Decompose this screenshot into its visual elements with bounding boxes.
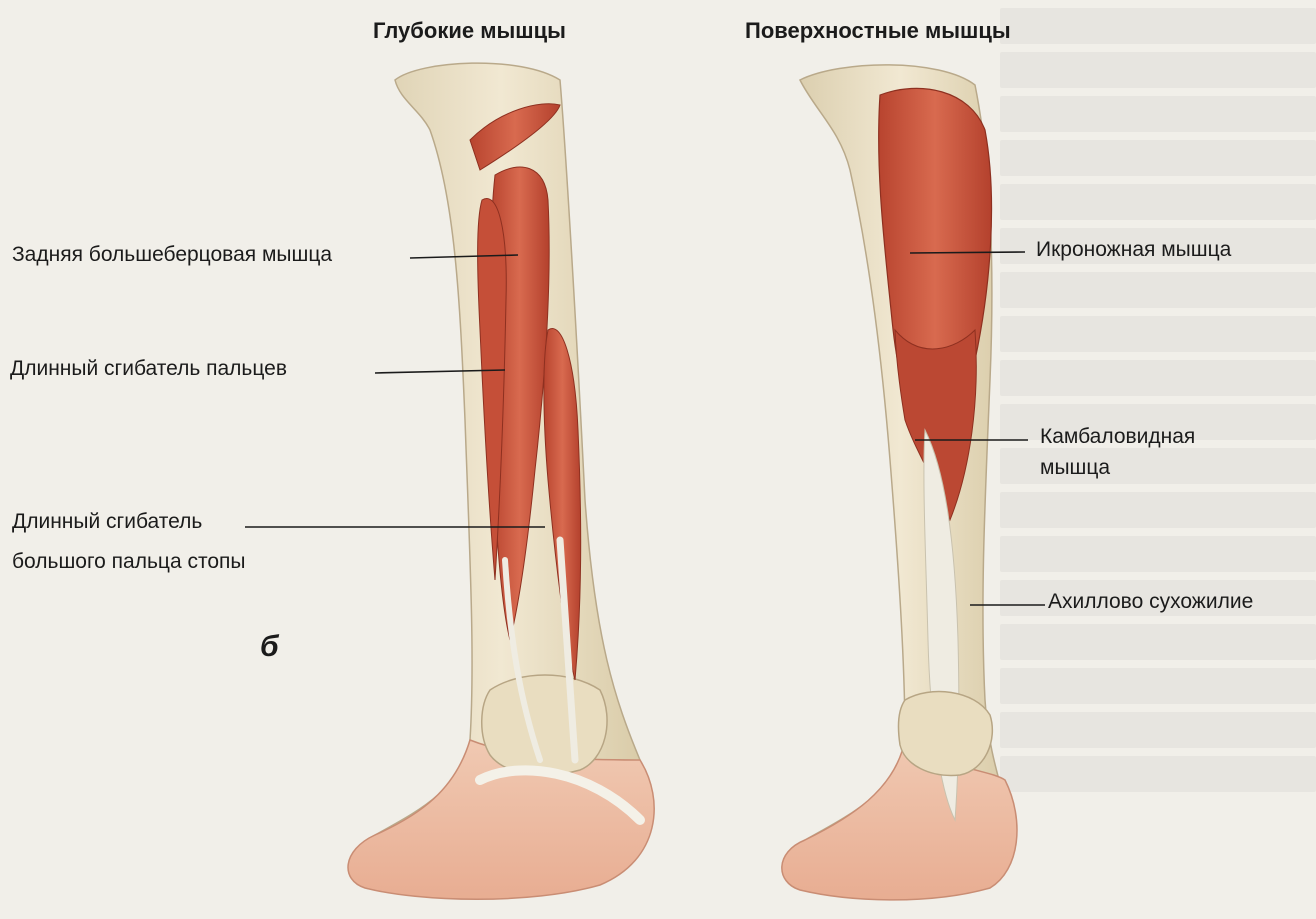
label-flexor-digitorum-longus: Длинный сгибатель пальцев xyxy=(10,357,287,381)
label-soleus-line1: Камбаловидная xyxy=(1040,425,1195,449)
left-leg-deep xyxy=(348,63,654,899)
label-tibialis-posterior: Задняя большеберцовая мышца xyxy=(12,243,332,267)
leader-gastrocnemius xyxy=(910,252,1025,253)
left-ankle-bone xyxy=(482,675,607,775)
label-gastrocnemius: Икроножная мышца xyxy=(1036,238,1231,262)
right-ankle-bone xyxy=(898,692,992,776)
label-flexor-hallucis-longus-line1: Длинный сгибатель xyxy=(12,510,202,534)
figure-letter: б xyxy=(260,630,279,664)
right-leg-superficial xyxy=(782,65,1017,900)
label-achilles-tendon: Ахиллово сухожилие xyxy=(1048,590,1253,614)
label-soleus-line2: мышца xyxy=(1040,456,1110,480)
deep-muscles-title: Глубокие мышцы xyxy=(373,18,566,44)
superficial-muscles-title: Поверхностные мышцы xyxy=(745,18,1011,44)
label-flexor-hallucis-longus-line2: большого пальца стопы xyxy=(12,550,246,574)
